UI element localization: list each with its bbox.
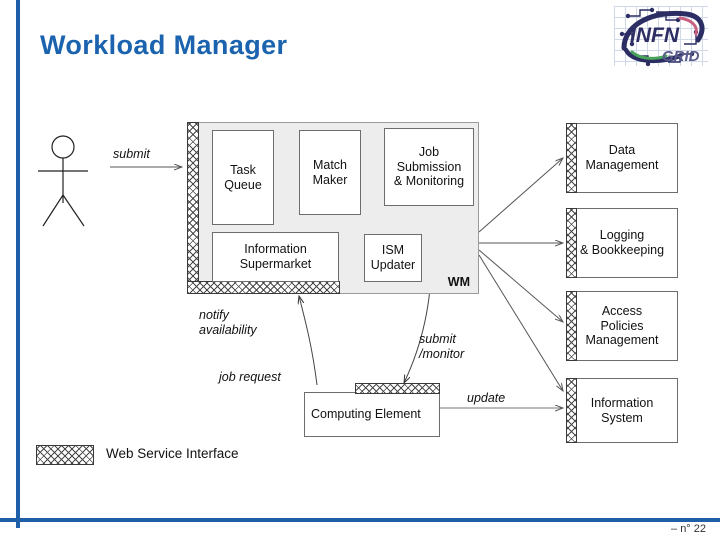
computing-element-box[interactable]: Computing Element <box>304 392 440 437</box>
job-submission-box[interactable]: Job Submission & Monitoring <box>384 128 474 206</box>
wm-web-service-interface-bottom <box>187 281 340 294</box>
task-queue-label: Task Queue <box>224 162 262 192</box>
page-title: Workload Manager <box>40 30 288 60</box>
logging-bookkeeping-label: Logging & Bookkeeping <box>579 228 665 257</box>
ism-updater-label: ISM Updater <box>370 243 416 272</box>
logging-bookkeeping-box[interactable]: Logging & Bookkeeping <box>566 208 678 278</box>
logo-grid-text: GRID <box>662 48 700 65</box>
edge-label-notify-availability: notify availability <box>199 308 257 338</box>
edge-label-update: update <box>467 391 506 405</box>
data-management-label: Data Management <box>585 143 659 172</box>
slide-footer: – n° 22 <box>671 523 706 535</box>
edge-label-submit-monitor: submit /monitor <box>419 332 465 362</box>
logo-artwork <box>619 7 705 67</box>
task-queue-box[interactable]: Task Queue <box>212 130 274 225</box>
information-supermarket-label: Information Supermarket <box>239 242 312 271</box>
access-policies-box[interactable]: Access Policies Management <box>566 291 678 361</box>
information-system-box[interactable]: Information System <box>566 378 678 443</box>
wm-label: WM <box>447 275 470 289</box>
web-service-interface-swatch <box>36 445 94 465</box>
job-submission-label: Job Submission & Monitoring <box>393 144 465 189</box>
information-supermarket-box[interactable]: Information Supermarket <box>212 232 339 282</box>
data-management-box[interactable]: Data Management <box>566 123 678 193</box>
actor-figure <box>38 135 88 227</box>
information-system-wsi-strip <box>566 378 577 443</box>
bottom-accent-rule <box>0 518 720 522</box>
workload-manager-diagram: WM Task Queue Match Maker Job Submission… <box>0 95 720 475</box>
information-system-label: Information System <box>590 395 654 425</box>
legend-label: Web Service Interface <box>106 446 239 461</box>
access-policies-wsi-strip <box>566 291 577 361</box>
diagram-connectors <box>38 135 720 475</box>
data-management-wsi-strip <box>566 123 577 193</box>
access-policies-label: Access Policies Management <box>585 303 659 348</box>
match-maker-label: Match Maker <box>312 157 348 187</box>
wm-web-service-interface-left <box>187 122 199 294</box>
edge-label-job-request: job request <box>219 370 281 384</box>
logging-bookkeeping-wsi-strip <box>566 208 577 278</box>
edge-label-submit: submit <box>113 147 150 161</box>
computing-element-label: Computing Element <box>311 407 421 422</box>
ism-updater-box[interactable]: ISM Updater <box>364 234 422 282</box>
logo-infn-text: INFN <box>630 24 679 47</box>
left-accent-rule <box>16 0 20 528</box>
infn-grid-logo: INFN GRID <box>606 4 714 76</box>
match-maker-box[interactable]: Match Maker <box>299 130 361 215</box>
computing-element-wsi-strip <box>355 383 440 394</box>
